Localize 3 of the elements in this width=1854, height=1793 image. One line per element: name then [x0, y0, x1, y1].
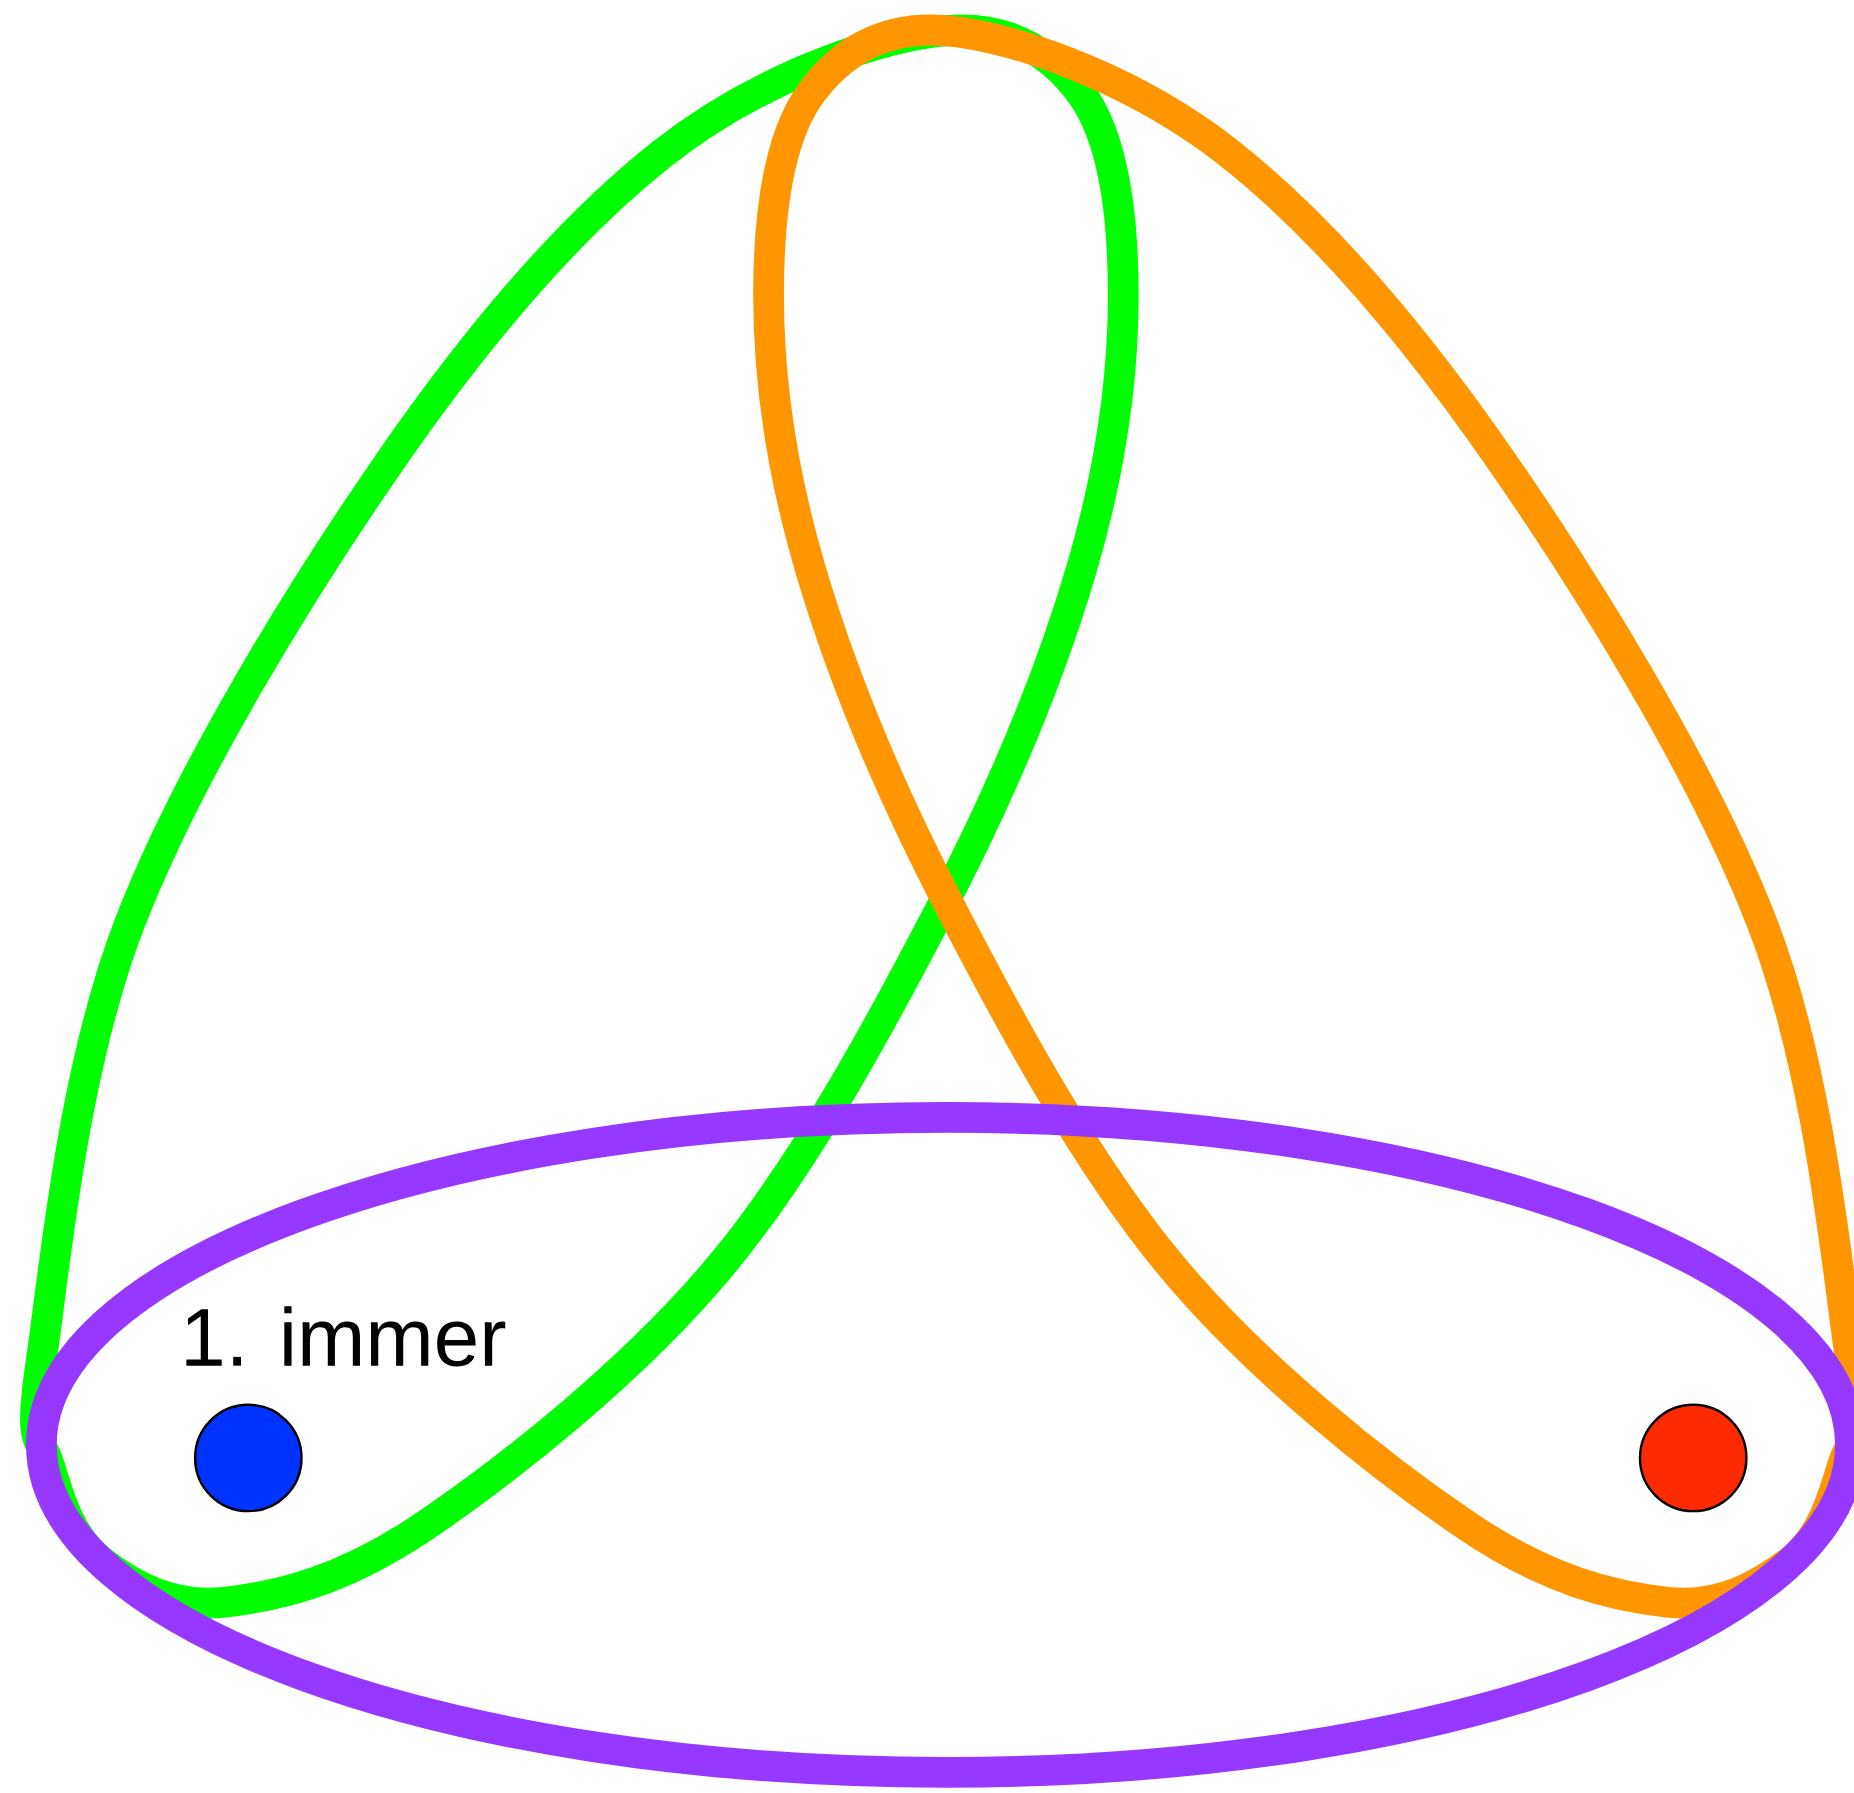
dot [1638, 1403, 1748, 1513]
dot [193, 1403, 303, 1513]
text-label: 1. immer [186, 1306, 506, 1367]
